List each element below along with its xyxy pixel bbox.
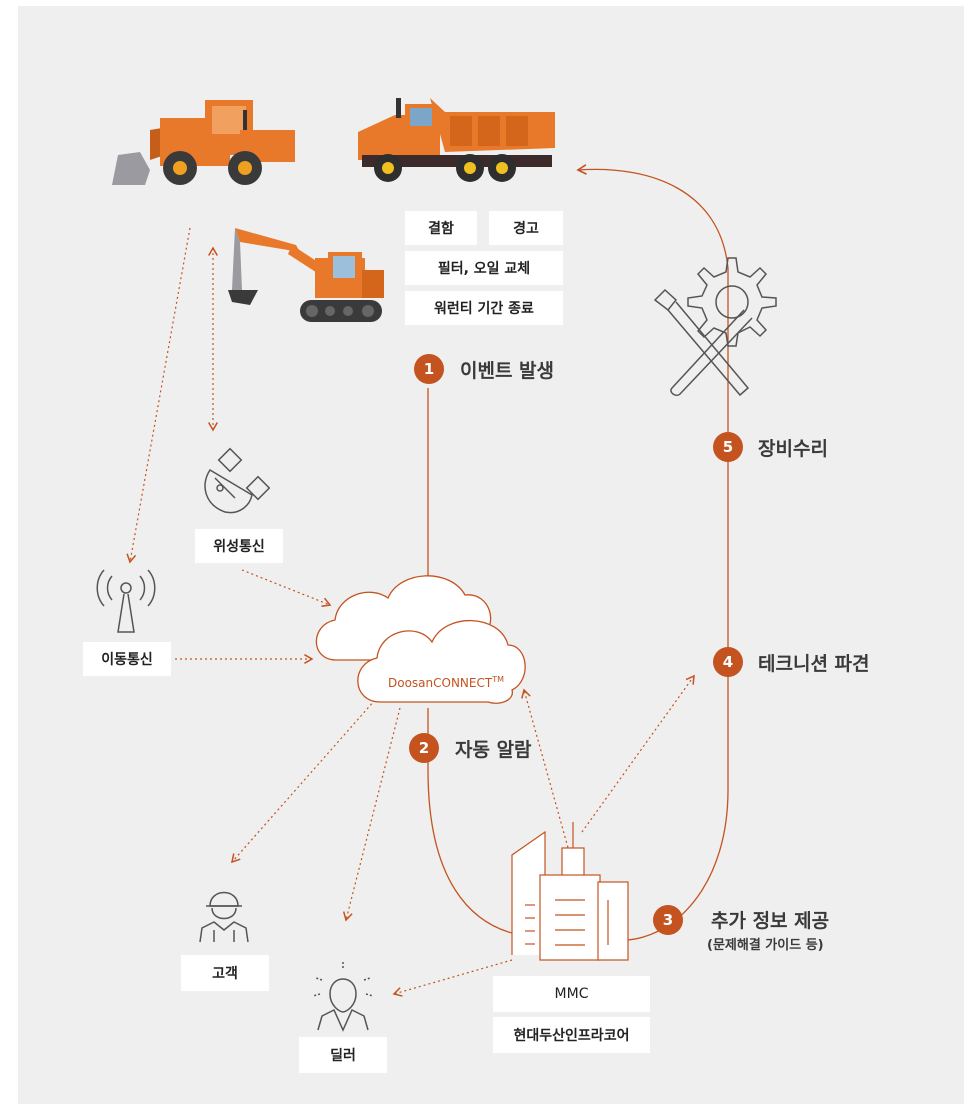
dealer-icon xyxy=(312,962,374,1032)
gear-wrench-icon xyxy=(653,257,777,397)
line-mmc-to-cloud xyxy=(521,688,573,863)
step-1-label: 이벤트 발생 xyxy=(460,360,555,382)
tag-defect: 결함 xyxy=(405,211,477,245)
step-3-label: 추가 정보 제공 xyxy=(711,910,830,932)
line-cloud-to-dealer xyxy=(342,707,401,922)
line-mmc-to-repair xyxy=(627,268,729,941)
line-cloud-to-mmc xyxy=(427,708,521,936)
cloud-tm: TM xyxy=(492,675,504,684)
tag-filter-oil: 필터, 오일 교체 xyxy=(405,251,563,285)
dump-truck-icon xyxy=(358,98,555,182)
step-4-badge: 4 xyxy=(713,647,743,677)
dealer-label: 딜러 xyxy=(299,1037,387,1073)
customer-label: 고객 xyxy=(181,955,269,991)
tag-warning: 경고 xyxy=(489,211,563,245)
cloud-name: DoosanCONNECT xyxy=(388,676,493,690)
excavator-icon xyxy=(228,228,384,322)
step-2-badge: 2 xyxy=(409,733,439,763)
mmc-title: MMC xyxy=(493,976,650,1012)
dotted-flow-lines xyxy=(126,227,695,997)
step-1-badge: 1 xyxy=(414,354,444,384)
line-cloud-to-customer xyxy=(230,699,376,864)
step-5-label: 장비수리 xyxy=(758,438,828,460)
step-3-sublabel: (문제해결 가이드 등) xyxy=(707,938,824,953)
solid-flow-lines xyxy=(427,164,729,941)
line-repair-to-truck xyxy=(576,164,729,269)
line-loader-to-mobile xyxy=(126,227,191,564)
line-mmc-to-technician xyxy=(581,674,695,833)
satellite-icon xyxy=(204,447,271,514)
cloud-icon xyxy=(315,575,526,704)
wheel-loader-icon xyxy=(112,100,295,185)
line-satellite-to-cloud xyxy=(241,569,332,607)
cloud-label: DoosanCONNECTTM xyxy=(388,675,504,690)
mobile-label: 이동통신 xyxy=(83,642,171,676)
tag-warranty-end: 워런티 기간 종료 xyxy=(405,291,563,325)
step-3-badge: 3 xyxy=(653,905,683,935)
step-2-label: 자동 알람 xyxy=(455,739,532,761)
mmc-company: 현대두산인프라코어 xyxy=(493,1017,650,1053)
diagram-panel xyxy=(18,6,964,1104)
satellite-label: 위성통신 xyxy=(195,529,283,563)
step-5-badge: 5 xyxy=(713,432,743,462)
step-4-label: 테크니션 파견 xyxy=(758,653,870,675)
antenna-icon xyxy=(96,569,156,633)
building-icon xyxy=(511,822,629,961)
line-mmc-to-dealer xyxy=(392,959,513,997)
customer-icon xyxy=(199,891,249,943)
